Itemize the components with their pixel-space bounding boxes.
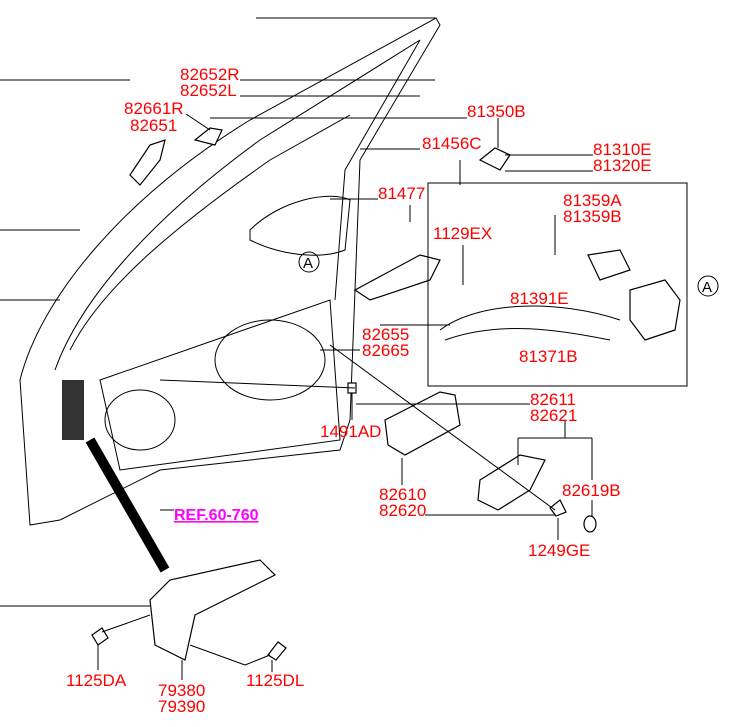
detail-marker-label-2: A <box>702 279 712 296</box>
label-79390[interactable]: 79390 <box>158 697 205 716</box>
handle-cap <box>193 127 223 146</box>
bolt-icon <box>267 641 287 661</box>
label-1249GE[interactable]: 1249GE <box>528 541 590 560</box>
label-81391E[interactable]: 81391E <box>510 289 569 308</box>
outside-handle-cover <box>129 139 166 186</box>
label-1491AD[interactable]: 1491AD <box>320 422 381 441</box>
inside-handle-bezel <box>477 454 546 511</box>
label-81371B[interactable]: 81371B <box>519 347 578 366</box>
label-82621[interactable]: 82621 <box>530 406 577 425</box>
label-82665[interactable]: 82665 <box>362 341 409 360</box>
label-81456C[interactable]: 81456C <box>422 134 482 153</box>
leader-lines <box>0 79 593 680</box>
detail-marker-a-2 <box>697 275 719 297</box>
reference-link[interactable]: REF.60-760 <box>174 507 259 524</box>
label-81477[interactable]: 81477 <box>378 184 425 203</box>
door-frame <box>19 17 441 573</box>
label-81350B[interactable]: 81350B <box>467 102 526 121</box>
label-81320E[interactable]: 81320E <box>593 156 652 175</box>
label-82610[interactable]: 82610 <box>379 485 426 504</box>
detail-marker-a <box>298 251 320 273</box>
label-81359B[interactable]: 81359B <box>563 207 622 226</box>
label-82661R[interactable]: 82661R <box>124 99 184 118</box>
handle-frame <box>353 254 441 301</box>
door-checker <box>149 559 277 661</box>
label-1125DL[interactable]: 1125DL <box>246 671 304 690</box>
latch-group-box <box>427 182 688 387</box>
label-82655[interactable]: 82655 <box>362 325 409 344</box>
bolt-icon <box>91 627 109 646</box>
label-81310E[interactable]: 81310E <box>593 140 652 159</box>
label-82619B[interactable]: 82619B <box>562 481 621 500</box>
label-82611[interactable]: 82611 <box>530 390 576 409</box>
outside-handle-bracket <box>478 147 511 171</box>
label-1129EX[interactable]: 1129EX <box>433 224 492 243</box>
inside-handle <box>384 391 461 456</box>
screw-icon <box>549 499 567 517</box>
label-82620[interactable]: 82620 <box>379 501 426 520</box>
latch-actuator <box>587 249 631 281</box>
label-82652R[interactable]: 82652R <box>180 65 240 84</box>
label-1125DA[interactable]: 1125DA <box>66 671 127 690</box>
detail-marker-label: A <box>303 255 313 272</box>
label-79380[interactable]: 79380 <box>158 681 205 700</box>
label-82651[interactable]: 82651 <box>130 116 177 135</box>
door-latch <box>629 279 681 341</box>
label-82652L[interactable]: 82652L <box>180 81 237 100</box>
label-81359A[interactable]: 81359A <box>563 191 622 210</box>
cap-icon <box>583 515 597 533</box>
